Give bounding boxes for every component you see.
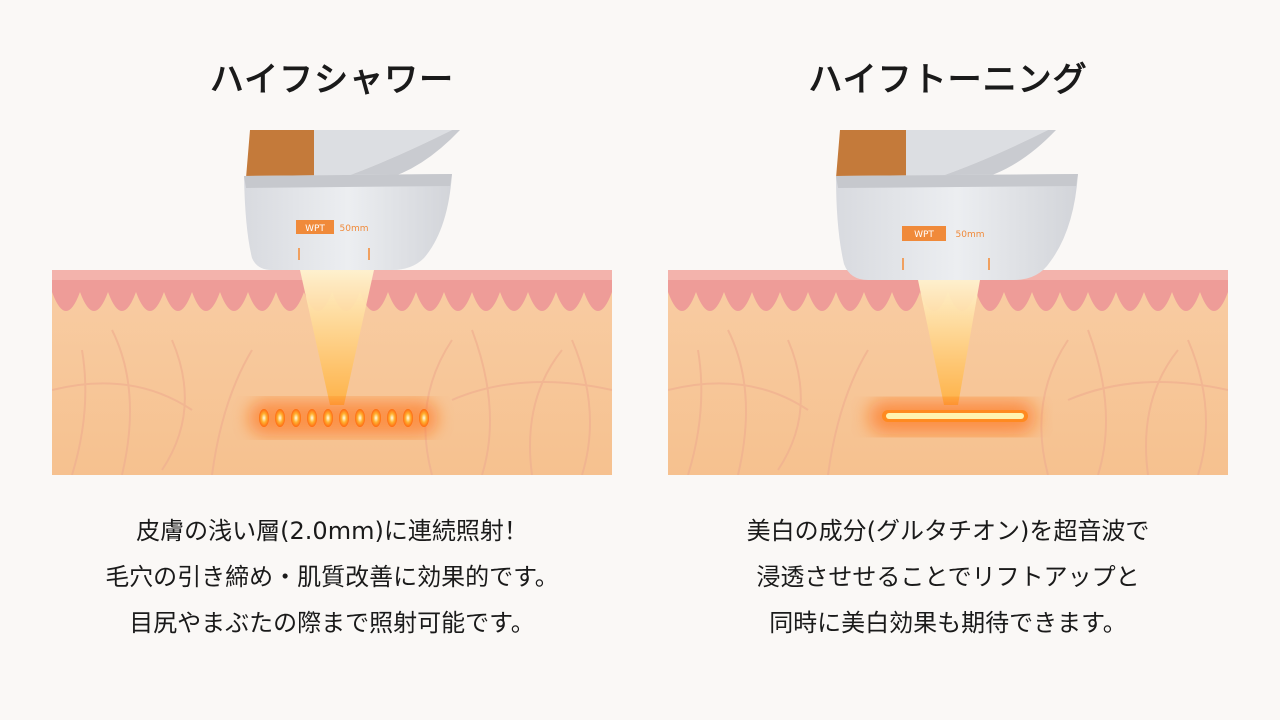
hifu-shower-illustration: WPT 50mm — [52, 130, 612, 475]
shower-focal-dots — [248, 400, 438, 436]
hifu-toning-illustration: WPT 50mm — [668, 130, 1228, 475]
device-size-label: 50mm — [340, 224, 369, 234]
description-line: 皮膚の浅い層(2.0mm)に連続照射！ — [136, 517, 528, 545]
panel-description: 美白の成分(グルタチオン)を超音波で 浸透させせることでリフトアップと 同時に美… — [668, 508, 1228, 646]
hifu-cartridge-device: WPT 50mm — [836, 130, 1078, 280]
panel-hifu-toning: ハイフトーニング — [668, 0, 1228, 720]
description-line: 同時に美白効果も期待できます。 — [769, 609, 1127, 637]
description-line: 美白の成分(グルタチオン)を超音波で — [746, 517, 1150, 545]
description-line: 目尻やまぶたの際まで照射可能です。 — [129, 609, 535, 637]
device-model-label: WPT — [305, 224, 325, 234]
panel-description: 皮膚の浅い層(2.0mm)に連続照射！ 毛穴の引き締め・肌質改善に効果的です。 … — [52, 508, 612, 646]
ultrasound-beam — [918, 280, 980, 405]
panel-title: ハイフトーニング — [808, 60, 1088, 100]
hifu-cartridge-device: WPT 50mm — [244, 130, 460, 270]
ultrasound-beam — [300, 270, 374, 405]
device-model-label: WPT — [914, 230, 934, 240]
panel-hifu-shower: ハイフシャワー — [52, 0, 612, 720]
panel-title: ハイフシャワー — [209, 60, 455, 100]
description-line: 浸透させせることでリフトアップと — [756, 563, 1140, 591]
description-line: 毛穴の引き締め・肌質改善に効果的です。 — [105, 563, 559, 591]
device-size-label: 50mm — [956, 230, 985, 240]
toning-focal-line — [868, 400, 1036, 434]
